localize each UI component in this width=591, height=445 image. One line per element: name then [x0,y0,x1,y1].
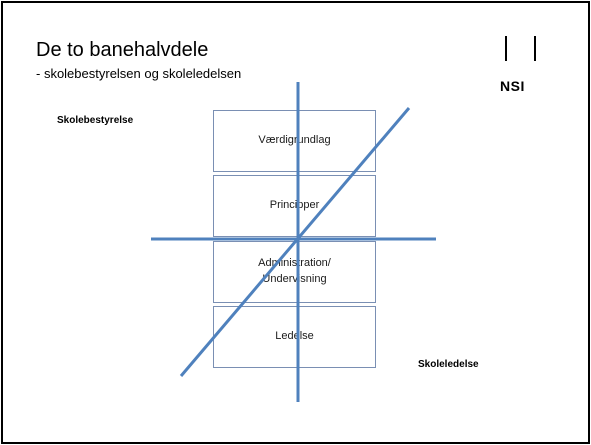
logo-text: NSI [500,78,525,94]
box-administration-undervisning: Administration/ Undervisning [213,241,376,303]
box-principper: Principper [213,175,376,237]
box-ledelse: Ledelse [213,306,376,368]
slide-subtitle: - skolebestyrelsen og skoleledelsen [36,66,242,81]
slide-title: De to banehalvdele [36,39,209,61]
label-skolebestyrelse: Skolebestyrelse [57,115,134,126]
logo-bar-left [505,36,507,61]
label-skoleledelse: Skoleledelse [418,359,479,370]
logo-bar-right [534,36,536,61]
box-vaerdigrundlag: Værdigrundlag [213,110,376,172]
